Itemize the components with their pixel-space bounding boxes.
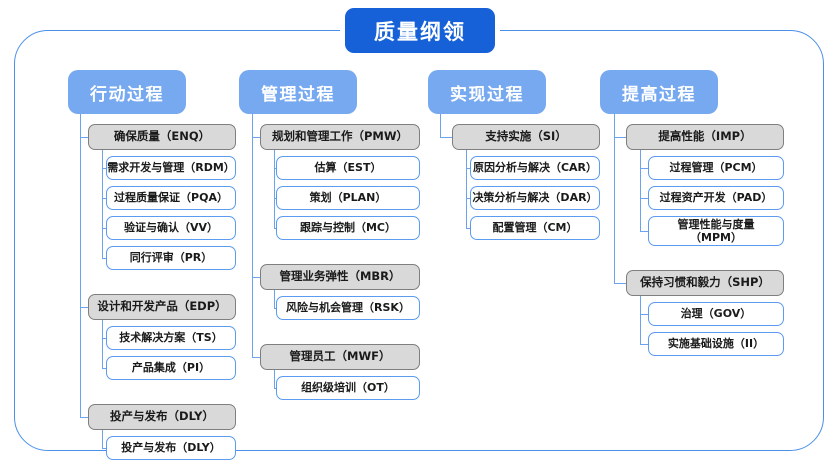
leaf-pad[interactable]: 过程资产开发（PAD）: [648, 186, 784, 210]
column-header-2[interactable]: 管理过程: [239, 70, 357, 114]
leaf-dar[interactable]: 决策分析与解决（DAR）: [470, 186, 600, 210]
leaf-rsk[interactable]: 风险与机会管理（RSK）: [276, 296, 420, 320]
group-mbr-child-spine: [274, 290, 276, 308]
leaf-stub-pcm: [640, 168, 648, 170]
leaf-stub-ii: [640, 344, 648, 346]
leaf-vv[interactable]: 验证与确认（VV）: [106, 216, 236, 240]
leaf-ts[interactable]: 技术解决方案（TS）: [106, 326, 236, 350]
group-imp-stub: [614, 137, 626, 139]
leaf-pi[interactable]: 产品集成（PI）: [106, 356, 236, 380]
group-si[interactable]: 支持实施（SI）: [452, 124, 600, 150]
leaf-cm[interactable]: 配置管理（CM）: [470, 216, 600, 240]
group-enq[interactable]: 确保质量（ENQ）: [88, 124, 236, 150]
group-si-stub: [440, 137, 452, 139]
column-spine-4: [614, 114, 616, 283]
leaf-rdm[interactable]: 需求开发与管理（RDM）: [106, 156, 236, 180]
group-edp-child-spine: [102, 320, 104, 368]
group-mwf-stub: [252, 357, 260, 359]
group-dly-stub: [80, 417, 88, 419]
group-enq-child-spine: [102, 150, 104, 258]
leaf-stub-ts: [102, 338, 106, 340]
group-shp-stub: [614, 283, 626, 285]
group-enq-stub: [80, 137, 88, 139]
leaf-pr[interactable]: 同行评审（PR）: [106, 246, 236, 270]
leaf-stub-rsk: [274, 308, 276, 310]
group-mwf-child-spine: [274, 370, 276, 388]
column-spine-1: [80, 114, 82, 417]
leaf-stub-dar: [466, 198, 470, 200]
leaf-stub-pqa: [102, 198, 106, 200]
column-header-1[interactable]: 行动过程: [68, 70, 186, 114]
leaf-stub-cm: [466, 228, 470, 230]
group-imp-child-spine: [640, 150, 642, 231]
leaf-gov[interactable]: 治理（GOV）: [648, 302, 784, 326]
group-imp[interactable]: 提高性能（IMP）: [626, 124, 784, 150]
leaf-stub-mpm: [640, 231, 648, 233]
group-mwf[interactable]: 管理员工（MWF）: [260, 344, 420, 370]
group-shp[interactable]: 保持习惯和毅力（SHP）: [626, 270, 784, 296]
leaf-stub-ot: [274, 388, 276, 390]
leaf-stub-pr: [102, 258, 106, 260]
leaf-stub-dly: [102, 448, 106, 450]
leaf-pqa[interactable]: 过程质量保证（PQA）: [106, 186, 236, 210]
leaf-plan[interactable]: 策划（PLAN）: [276, 186, 420, 210]
leaf-ii[interactable]: 实施基础设施（II）: [648, 332, 784, 356]
group-pmw[interactable]: 规划和管理工作（PMW）: [260, 124, 420, 150]
leaf-stub-gov: [640, 314, 648, 316]
leaf-ot[interactable]: 组织级培训（OT）: [276, 376, 420, 400]
group-si-child-spine: [466, 150, 468, 228]
group-edp-stub: [80, 307, 88, 309]
group-edp[interactable]: 设计和开发产品（EDP）: [88, 294, 236, 320]
leaf-est[interactable]: 估算（EST）: [276, 156, 420, 180]
group-pmw-stub: [252, 137, 260, 139]
column-spine-3: [440, 114, 442, 137]
leaf-stub-vv: [102, 228, 106, 230]
leaf-mc[interactable]: 跟踪与控制（MC）: [276, 216, 420, 240]
group-mbr[interactable]: 管理业务弹性（MBR）: [260, 264, 420, 290]
column-spine-2: [252, 114, 254, 357]
group-pmw-child-spine: [274, 150, 276, 228]
column-header-4[interactable]: 提高过程: [600, 70, 718, 114]
leaf-stub-pi: [102, 368, 106, 370]
column-header-3[interactable]: 实现过程: [428, 70, 546, 114]
leaf-mpm[interactable]: 管理性能与度量（MPM）: [648, 216, 784, 246]
group-mbr-stub: [252, 277, 260, 279]
leaf-car[interactable]: 原因分析与解决（CAR）: [470, 156, 600, 180]
group-dly[interactable]: 投产与发布（DLY）: [88, 404, 236, 430]
leaf-stub-rdm: [102, 168, 106, 170]
leaf-dly[interactable]: 投产与发布（DLY）: [106, 436, 236, 460]
leaf-stub-mc: [274, 228, 276, 230]
leaf-stub-pad: [640, 198, 648, 200]
root-title: 质量纲领: [345, 8, 495, 53]
group-dly-child-spine: [102, 430, 104, 448]
group-shp-child-spine: [640, 296, 642, 344]
leaf-stub-car: [466, 168, 470, 170]
leaf-pcm[interactable]: 过程管理（PCM）: [648, 156, 784, 180]
